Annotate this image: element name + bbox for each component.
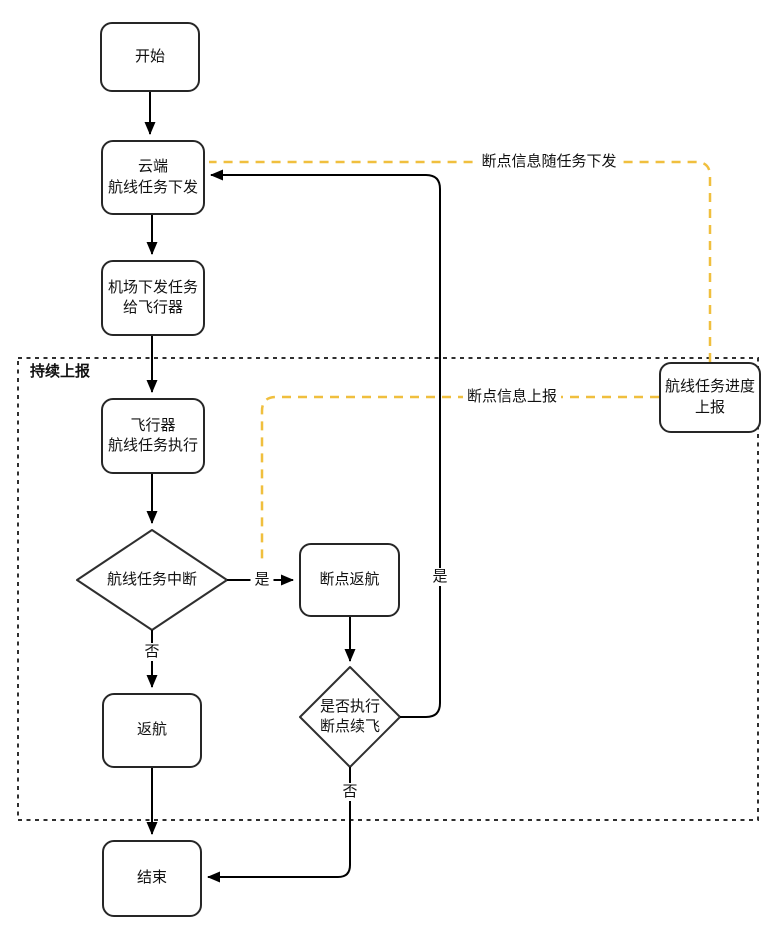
node-start: 开始 [100,22,200,92]
node-end: 结束 [102,840,202,917]
edge-label-resume-no: 否 [338,783,362,801]
edge-label-interrupted-yes: 是 [250,571,274,589]
decision-mission-interrupted-label: 航线任务中断 [106,570,198,588]
continuous-report-container-border [17,357,759,821]
node-cloud-dispatch: 云端 航线任务下发 [101,140,205,215]
node-breakpoint-return: 断点返航 [299,543,400,617]
node-airport-dispatch: 机场下发任务 给飞行器 [101,260,205,336]
edge-label-interrupted-no: 否 [140,643,164,661]
continuous-report-container-label: 持续上报 [30,363,91,380]
edge-resume-no-to-end [207,767,351,883]
edge-breakpoint-info-report [260,395,659,560]
edge-label-breakpoint-info-with-task: 断点信息随任务下发 [477,153,621,171]
edge-breakpoint-info-with-task [209,160,712,362]
node-return-home: 返航 [102,693,202,768]
node-aircraft-execute: 飞行器 航线任务执行 [101,398,205,474]
node-progress-report: 航线任务进度 上报 [659,362,761,433]
decision-resume-flight-label: 是否执行 断点续飞 [319,697,381,735]
edge-label-resume-yes: 是 [428,568,452,586]
edge-resume-yes-to-cloud [210,169,441,718]
edge-label-breakpoint-info-report: 断点信息上报 [462,388,562,406]
